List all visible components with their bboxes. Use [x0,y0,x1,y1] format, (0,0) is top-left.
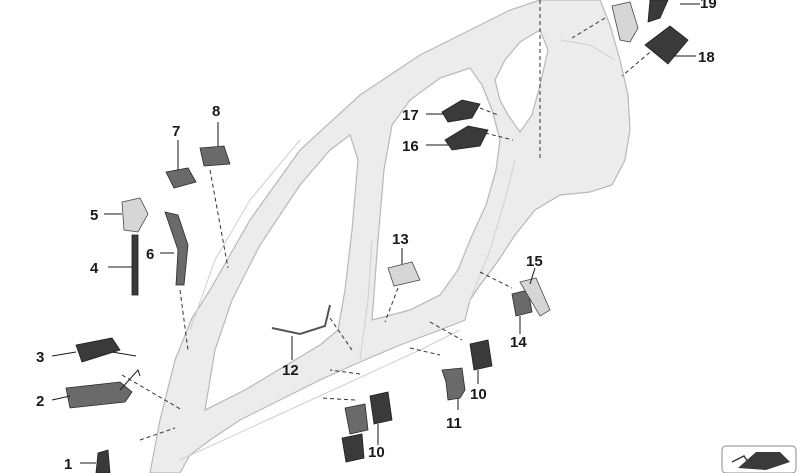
part-8 [199,145,231,167]
part-6 [164,211,189,286]
locator-lines [121,0,656,441]
part-14 [511,289,533,317]
callout-5: 5 [90,207,98,224]
part-11 [341,367,466,463]
callout-2: 2 [36,393,44,410]
callout-12: 12 [282,362,299,379]
callout-3: 3 [36,349,44,366]
part-7 [165,167,197,189]
callout-10a: 10 [470,386,487,403]
part-13 [387,261,421,287]
callout-16: 16 [402,138,419,155]
part-10a [469,339,493,371]
part-1 [95,449,111,473]
part-16 [444,125,489,151]
part-3 [75,337,137,363]
callout-15: 15 [526,253,543,270]
callout-18: 18 [698,49,715,66]
body-side-frame [149,0,631,473]
part-19 [611,0,669,43]
part-10b [369,391,393,425]
part-18 [644,25,689,65]
part-5 [121,197,149,233]
callout-leaders [51,3,700,464]
callout-10b: 10 [368,444,385,461]
part-17 [441,99,481,123]
part-4 [131,234,139,296]
part-12 [271,304,331,336]
callout-4: 4 [90,260,99,277]
callout-11: 11 [446,415,462,432]
callout-7: 7 [172,123,180,140]
callout-17: 17 [402,107,419,124]
part-2 [65,369,141,409]
callout-8: 8 [212,103,220,120]
callout-6: 6 [146,246,154,263]
callout-1: 1 [64,456,72,473]
callout-numbers: 1 2 3 4 5 6 7 8 10 10 11 12 13 14 15 16 … [36,0,717,473]
callout-13: 13 [392,231,409,248]
callout-14: 14 [510,334,527,351]
callout-19: 19 [700,0,717,12]
part-reference-icon [721,445,797,473]
part-15 [519,277,551,317]
